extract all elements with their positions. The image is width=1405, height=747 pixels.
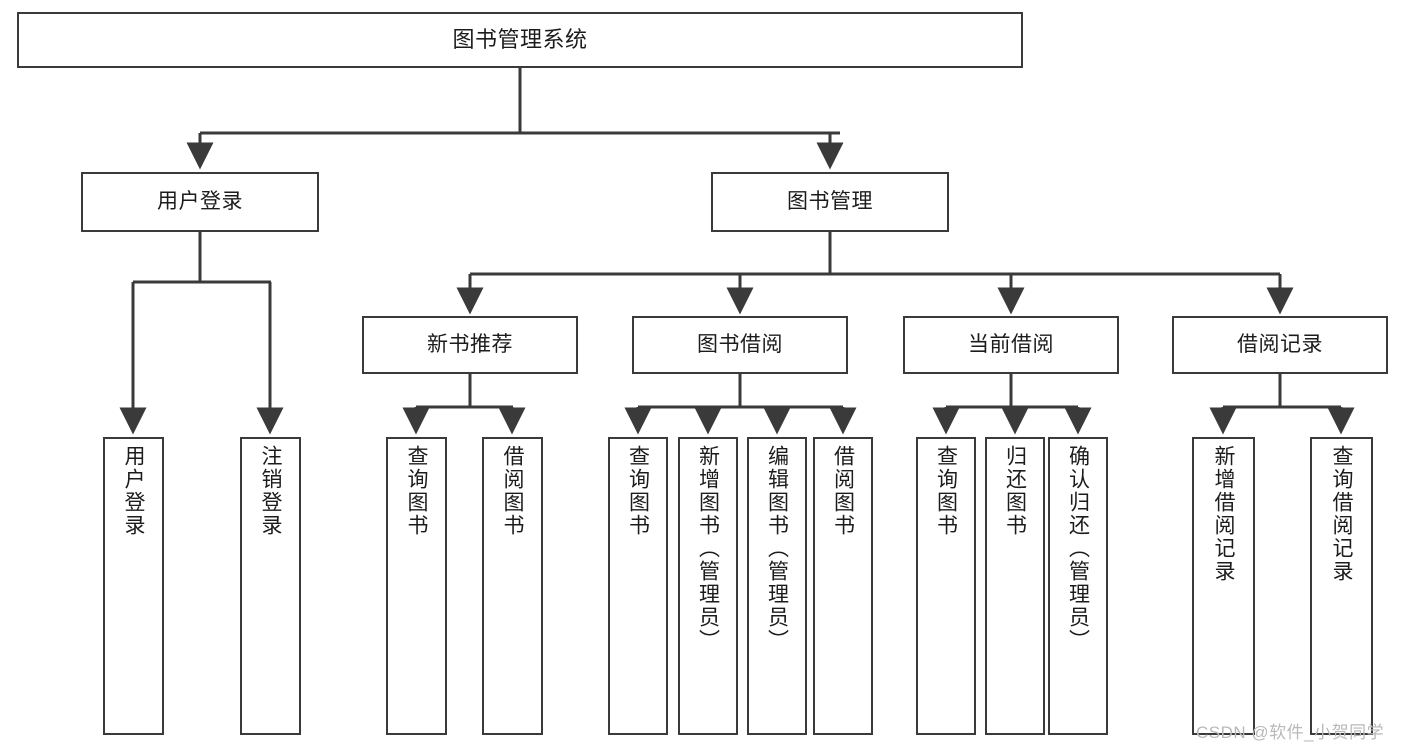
node-leaf-edit-book[interactable]: 编辑图书（管理员） [747, 437, 807, 735]
node-leaf-add-book[interactable]: 新增图书（管理员） [678, 437, 738, 735]
node-borrow-record[interactable]: 借阅记录 [1172, 316, 1388, 374]
node-leaf-query-book-borrow[interactable]: 查询图书 [608, 437, 668, 735]
node-leaf-user-login[interactable]: 用户登录 [103, 437, 164, 735]
node-borrow-record-label: 借阅记录 [1237, 332, 1323, 356]
node-leaf-borrow-book[interactable]: 借阅图书 [813, 437, 873, 735]
node-leaf-user-logout-label: 注销登录 [259, 445, 283, 537]
node-leaf-query-book-current-label: 查询图书 [934, 445, 958, 537]
node-leaf-query-book-recommend[interactable]: 查询图书 [386, 437, 447, 735]
node-book-manage[interactable]: 图书管理 [711, 172, 949, 232]
node-new-book-recommend[interactable]: 新书推荐 [362, 316, 578, 374]
node-book-borrow[interactable]: 图书借阅 [632, 316, 848, 374]
node-book-borrow-label: 图书借阅 [697, 332, 783, 356]
node-leaf-query-borrow-record-label: 查询借阅记录 [1330, 445, 1354, 583]
node-leaf-query-book-recommend-label: 查询图书 [405, 445, 429, 537]
node-book-manage-label: 图书管理 [787, 189, 873, 213]
node-leaf-borrow-book-label: 借阅图书 [831, 445, 855, 537]
node-leaf-user-login-label: 用户登录 [122, 445, 146, 537]
node-leaf-query-book-borrow-label: 查询图书 [626, 445, 650, 537]
node-user-login-label: 用户登录 [157, 189, 243, 213]
node-user-login[interactable]: 用户登录 [81, 172, 319, 232]
node-leaf-borrow-book-recommend[interactable]: 借阅图书 [482, 437, 543, 735]
node-leaf-add-borrow-record[interactable]: 新增借阅记录 [1192, 437, 1255, 735]
node-leaf-query-borrow-record[interactable]: 查询借阅记录 [1310, 437, 1373, 735]
node-leaf-add-borrow-record-label: 新增借阅记录 [1212, 445, 1236, 583]
node-current-borrow[interactable]: 当前借阅 [903, 316, 1119, 374]
node-leaf-return-book-label: 归还图书 [1003, 445, 1027, 537]
watermark: CSDN @软件_小贺同学 [1196, 723, 1385, 742]
node-new-book-recommend-label: 新书推荐 [427, 332, 513, 356]
node-leaf-user-logout[interactable]: 注销登录 [240, 437, 301, 735]
node-leaf-return-book[interactable]: 归还图书 [985, 437, 1045, 735]
node-leaf-add-book-label: 新增图书（管理员） [696, 445, 720, 652]
node-leaf-query-book-current[interactable]: 查询图书 [916, 437, 976, 735]
node-leaf-borrow-book-recommend-label: 借阅图书 [501, 445, 525, 537]
node-leaf-confirm-return[interactable]: 确认归还（管理员） [1048, 437, 1108, 735]
node-leaf-confirm-return-label: 确认归还（管理员） [1066, 445, 1090, 652]
node-current-borrow-label: 当前借阅 [968, 332, 1054, 356]
node-root-label: 图书管理系统 [452, 27, 588, 53]
node-leaf-edit-book-label: 编辑图书（管理员） [765, 445, 789, 652]
node-root[interactable]: 图书管理系统 [17, 12, 1023, 68]
